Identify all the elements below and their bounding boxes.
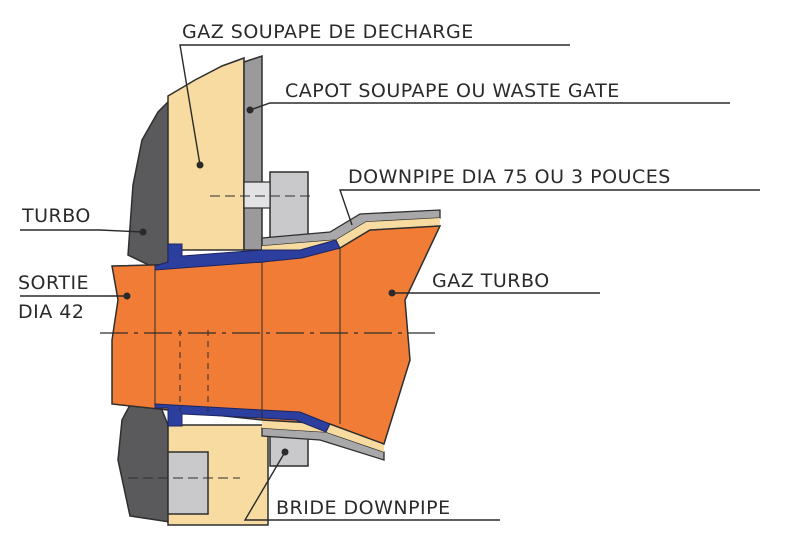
wastegate-gas-region: [167, 56, 245, 251]
turbo-gas-flow: [111, 225, 442, 445]
upper-flange-bolt: [243, 181, 271, 209]
label-sortie-line1: SORTIE: [18, 272, 89, 294]
label-capot: CAPOT SOUPAPE OU WASTE GATE: [285, 80, 620, 102]
label-turbo: TURBO: [21, 205, 91, 227]
lower-flange-body: [167, 451, 209, 515]
downpipe-liner-upper: [262, 218, 440, 252]
label-downpipe: DOWNPIPE DIA 75 OU 3 POUCES: [348, 166, 671, 188]
hidden-lines: [128, 195, 341, 479]
label-bride: BRIDE DOWNPIPE: [276, 497, 451, 519]
label-gaz-turbo: GAZ TURBO: [432, 270, 550, 292]
wastegate-cover: [243, 54, 263, 251]
label-gaz-soupape: GAZ SOUPAPE DE DECHARGE: [182, 21, 474, 43]
turbo-housing-bottom: [117, 404, 171, 523]
leader-dots: [123, 106, 396, 456]
label-sortie-line2: DIA 42: [18, 301, 84, 323]
leader-lines: [20, 44, 760, 521]
turbo-housing-top: [127, 95, 174, 269]
downpipe-liner-lower: [262, 420, 384, 452]
